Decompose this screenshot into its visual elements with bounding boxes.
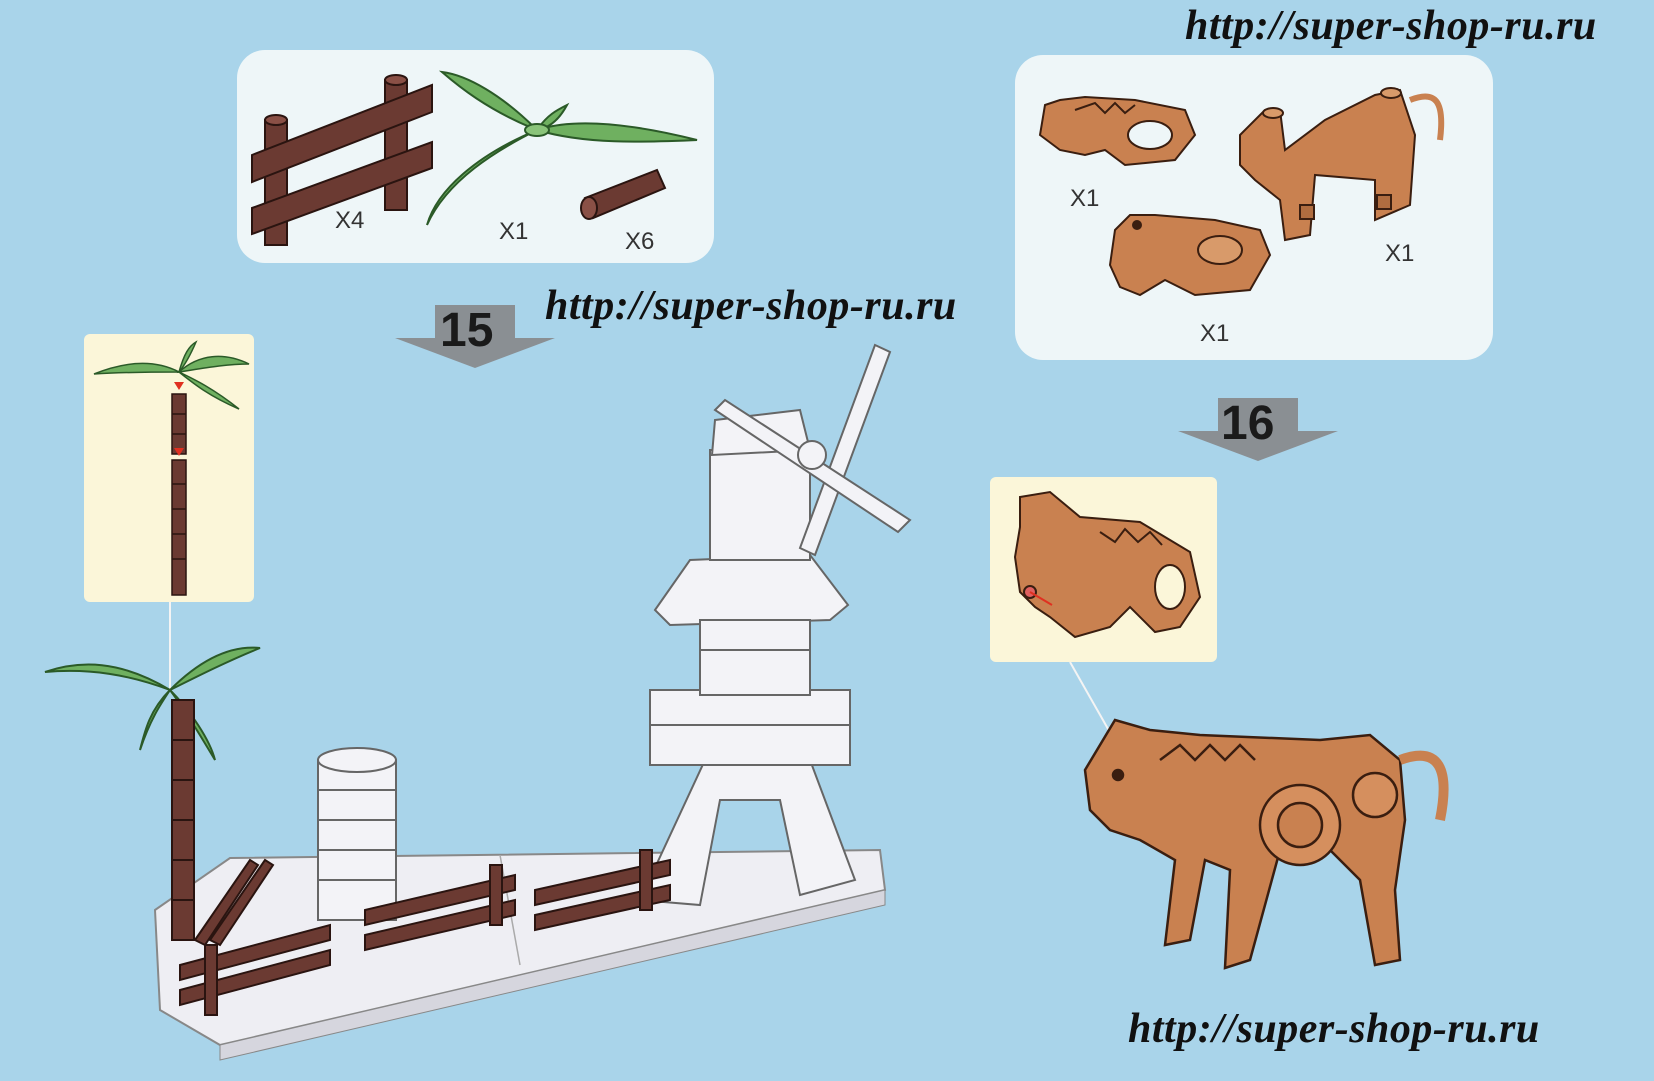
step16-marker: 16 bbox=[1173, 393, 1343, 463]
watermark-top-right: http://super-shop-ru.ru bbox=[1185, 3, 1597, 49]
step15-number: 15 bbox=[440, 304, 494, 357]
part-qty-fence: X4 bbox=[335, 207, 365, 234]
step15-marker: 15 bbox=[390, 300, 560, 370]
watermark-bottom-right: http://super-shop-ru.ru bbox=[1128, 1006, 1540, 1052]
step15-parts-panel: X4 X1 X6 bbox=[237, 50, 714, 263]
horse-head-closeup-icon bbox=[1013, 490, 1202, 639]
horse-body-icon bbox=[1239, 87, 1445, 242]
horse-head-callout bbox=[990, 477, 1217, 662]
down-arrow-icon bbox=[395, 305, 555, 368]
part-qty-palm: X1 bbox=[499, 218, 529, 245]
part-qty-head-right: X1 bbox=[1200, 320, 1230, 347]
palm-tree-exploded-icon bbox=[93, 340, 250, 596]
part-qty-trunk: X6 bbox=[625, 228, 655, 255]
step16-number: 16 bbox=[1221, 397, 1275, 450]
part-qty-head-left: X1 bbox=[1070, 185, 1100, 212]
fence-piece-icon bbox=[251, 74, 433, 246]
down-arrow-icon bbox=[1178, 398, 1338, 461]
palm-leaves-icon bbox=[426, 70, 698, 226]
part-qty-body: X1 bbox=[1385, 240, 1415, 267]
watermark-middle: http://super-shop-ru.ru bbox=[545, 283, 957, 329]
step16-parts-panel: X1 X1 X1 bbox=[1015, 55, 1493, 360]
trunk-segment-icon bbox=[580, 168, 667, 220]
horse-head-left-icon bbox=[1038, 95, 1197, 167]
horse-head-right-icon bbox=[1108, 214, 1272, 297]
palm-tree-callout bbox=[84, 334, 254, 602]
